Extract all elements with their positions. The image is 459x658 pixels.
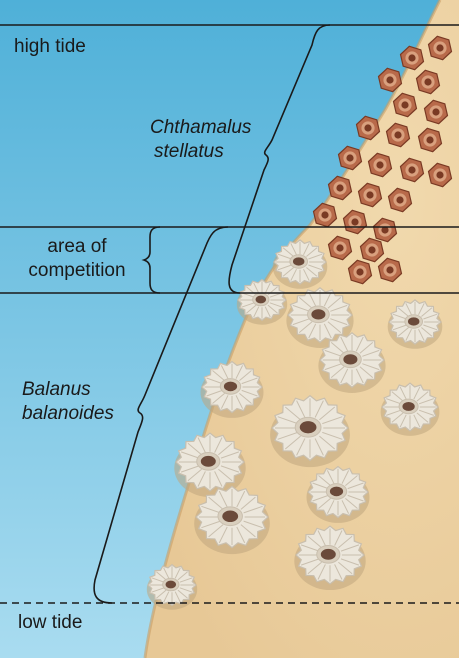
balanus-label-line1: Balanus [22, 378, 114, 402]
competition-label-line2: competition [14, 259, 140, 283]
chthamalus-label: Chthamalus stellatus [150, 116, 251, 164]
competition-label-line1: area of [14, 235, 140, 259]
chthamalus-label-line1: Chthamalus [150, 116, 251, 140]
competition-label: area of competition [14, 235, 140, 283]
balanus-label-line2: balanoides [22, 402, 114, 426]
high-tide-label: high tide [14, 35, 86, 59]
chthamalus-label-line2: stellatus [150, 140, 251, 164]
low-tide-label: low tide [18, 611, 82, 635]
balanus-label: Balanus balanoides [22, 378, 114, 426]
